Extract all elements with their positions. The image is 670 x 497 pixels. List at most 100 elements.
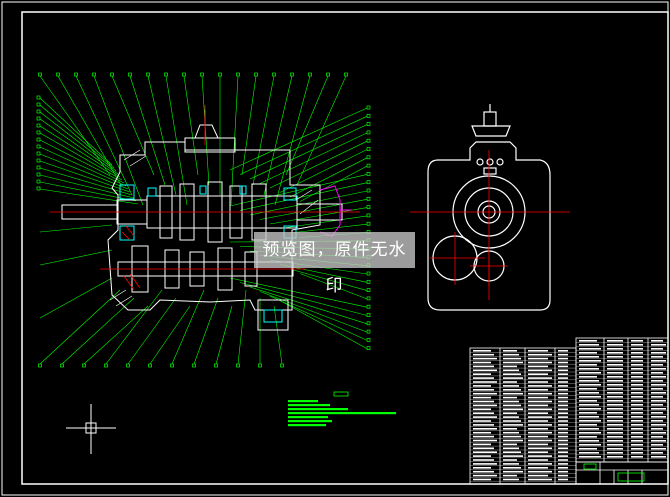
leader-line (263, 75, 293, 196)
leader-line (171, 289, 205, 365)
bom-cell (503, 396, 517, 399)
bom-cell (651, 380, 663, 382)
bom-cell (651, 344, 666, 346)
leader-line (39, 160, 131, 193)
bom-cell (528, 478, 552, 481)
bom-cell (558, 350, 568, 352)
bom-cell (503, 350, 517, 352)
bom-cell (651, 432, 666, 434)
bom-cell (607, 380, 623, 382)
bom-cell (651, 424, 666, 426)
bom-cell (473, 396, 491, 399)
leader-label (366, 138, 371, 143)
bom-cell (651, 396, 663, 398)
bom-cell (631, 424, 643, 426)
bom-cell (651, 352, 666, 354)
bom-cell (607, 388, 623, 390)
bom-cell (579, 448, 597, 450)
leader-line (39, 125, 121, 178)
bom-cell (558, 447, 568, 450)
note-line (288, 420, 332, 423)
leader-label (36, 186, 41, 191)
leader-label (366, 321, 371, 326)
leader-label (36, 95, 41, 100)
bom-cell (503, 459, 517, 461)
parts-list-rows (470, 340, 668, 482)
leader-label (38, 363, 42, 368)
leader-line (183, 75, 199, 176)
bom-cell (528, 361, 552, 364)
bom-cell (651, 420, 663, 422)
bom-cell (558, 404, 568, 407)
bom-cell (579, 416, 599, 418)
leader-label (366, 221, 371, 226)
bom-cell (473, 408, 491, 411)
bom-cell (631, 428, 643, 430)
bom-cell (579, 348, 601, 350)
leader-line (39, 167, 133, 196)
bom-cell (528, 443, 548, 446)
leader-label (148, 363, 152, 368)
bom-cell (558, 428, 568, 430)
leader-line (249, 286, 368, 325)
bom-cell (579, 360, 601, 362)
bom-cell (579, 392, 599, 394)
bom-cell (503, 435, 521, 438)
leader-line (39, 118, 119, 175)
bom-cell (631, 400, 643, 402)
bom-cell (631, 416, 643, 418)
bom-cell (651, 400, 666, 402)
bom-cell (579, 396, 601, 398)
bom-cell (579, 452, 599, 454)
leader-line (215, 305, 233, 365)
bom-cell (503, 385, 519, 387)
leader-line (279, 215, 368, 229)
bom-cell (473, 350, 491, 352)
bom-cell (558, 400, 568, 403)
bom-cell (579, 456, 601, 458)
bom-cell (579, 404, 599, 406)
leader-line (273, 305, 283, 365)
bom-cell (579, 432, 601, 434)
leader-line (252, 75, 275, 186)
leader-line (39, 153, 129, 190)
bom-cell (473, 369, 497, 372)
bom-cell (607, 420, 623, 422)
leader-label (366, 196, 371, 201)
leader-label (366, 180, 371, 185)
note-line (288, 416, 328, 419)
bom-cell (473, 474, 497, 477)
leader-label (92, 72, 96, 77)
bom-cell (651, 404, 663, 406)
leader-line (229, 107, 368, 171)
bom-cell (607, 436, 623, 438)
bom-cell (528, 385, 552, 387)
bom-cell (579, 400, 597, 402)
bom-cell (558, 412, 568, 414)
bom-cell (579, 384, 601, 386)
leader-line (289, 157, 368, 198)
bom-cell (631, 348, 643, 350)
bom-cell (558, 392, 568, 395)
bom-cell (607, 404, 623, 406)
leader-label (38, 72, 42, 77)
note-heading (333, 391, 349, 397)
bom-cell (607, 396, 623, 398)
bom-cell (558, 459, 568, 461)
bom-cell (558, 353, 568, 356)
bom-cell (528, 439, 552, 442)
bom-cell (558, 385, 568, 387)
leader-line (39, 249, 113, 266)
bom-cell (503, 470, 523, 473)
leader-label (82, 363, 86, 368)
bom-cell (473, 424, 494, 426)
bom-cell (651, 340, 663, 342)
leader-label (36, 109, 41, 114)
bom-cell (503, 357, 521, 360)
leader-label (366, 163, 371, 168)
leader-line (279, 300, 368, 349)
leader-label (366, 346, 371, 351)
bom-cell (503, 443, 517, 446)
bom-cell (651, 388, 663, 390)
bom-cell (503, 424, 523, 426)
